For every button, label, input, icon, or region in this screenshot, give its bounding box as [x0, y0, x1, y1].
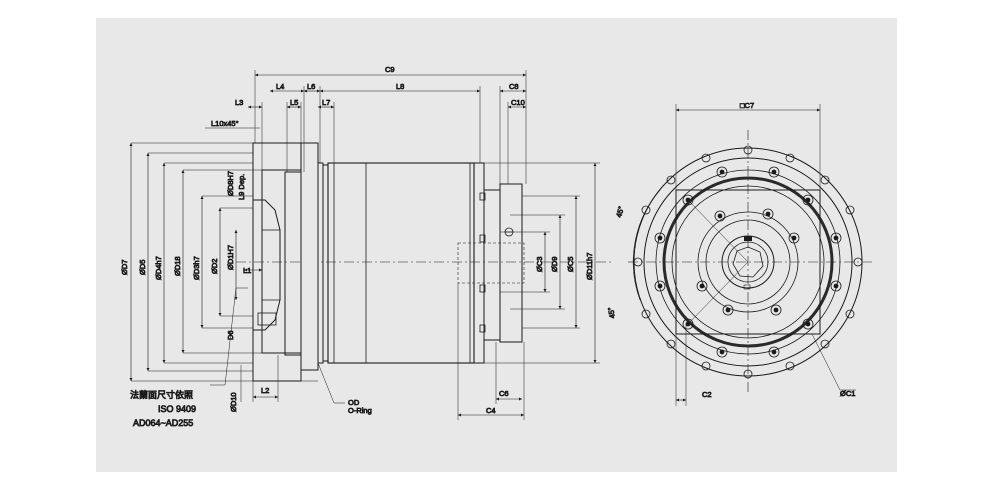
dim-c7: □C7 — [740, 101, 754, 110]
oring-label: O-Ring — [348, 406, 372, 415]
dim-d3: ØD3h7 — [192, 256, 201, 280]
flange-note-cn: 法蘭面尺寸依照 — [130, 389, 193, 401]
dim-l10: L10x45° — [211, 119, 239, 128]
flange-note-iso: ISO 9409 — [158, 404, 196, 414]
dim-c8: C8 — [509, 82, 519, 91]
dim-l6: L6 — [307, 82, 315, 91]
dim-d6: D6 — [226, 330, 235, 340]
dim-c6: C6 — [499, 389, 509, 398]
dim-d8: ØD8H7 — [226, 171, 235, 196]
dim-d11: ØD11h7 — [585, 253, 594, 280]
dim-l2: L2 — [261, 386, 269, 395]
dim-c4: C4 — [486, 406, 496, 415]
dim-d5: ØD5 — [138, 260, 147, 275]
dim-c1: ØC1 — [840, 389, 855, 398]
side-view — [129, 70, 612, 420]
dim-l8: L8 — [396, 82, 404, 91]
od-label: OD — [348, 398, 360, 407]
dim-d4: ØD4h7 — [154, 256, 163, 280]
dim-d1: ØD1H7 — [226, 245, 235, 270]
dim-c2: C2 — [702, 390, 712, 399]
dim-d10: ØD10 — [229, 392, 238, 412]
front-view — [628, 104, 872, 406]
dim-c5: ØC5 — [566, 257, 575, 272]
ring-holes — [654, 166, 842, 358]
dim-d2: ØD2 — [210, 259, 219, 274]
dim-l9: L9 Dep. — [237, 174, 246, 200]
dim-d9: ØD9 — [550, 257, 559, 272]
dim-c9: C9 — [385, 65, 395, 74]
technical-drawing: C9 C8 C10 L4 L6 L8 L3 L5 L7 L10x45° ØD7 … — [120, 65, 872, 429]
dim-l5: L5 — [290, 98, 298, 107]
dim-d7: ØD7 — [120, 260, 129, 275]
angle-top: 45° — [614, 205, 626, 218]
inner-holes — [696, 208, 800, 316]
dim-d18: ØD18 — [173, 256, 182, 276]
labels: C9 C8 C10 L4 L6 L8 L3 L5 L7 L10x45° ØD7 … — [120, 65, 856, 429]
dim-l3: L3 — [235, 98, 243, 107]
dim-l1: L1 — [243, 266, 251, 275]
drawing-panel: C9 C8 C10 L4 L6 L8 L3 L5 L7 L10x45° ØD7 … — [96, 18, 897, 472]
outer-holes — [633, 145, 863, 379]
dim-c3: ØC3 — [535, 257, 544, 272]
angle-bottom: 45° — [606, 306, 617, 319]
flange-note-range: AD064~AD255 — [133, 418, 193, 428]
dim-c10: C10 — [511, 98, 525, 107]
dim-l7: L7 — [322, 98, 330, 107]
dim-l4: L4 — [276, 82, 284, 91]
